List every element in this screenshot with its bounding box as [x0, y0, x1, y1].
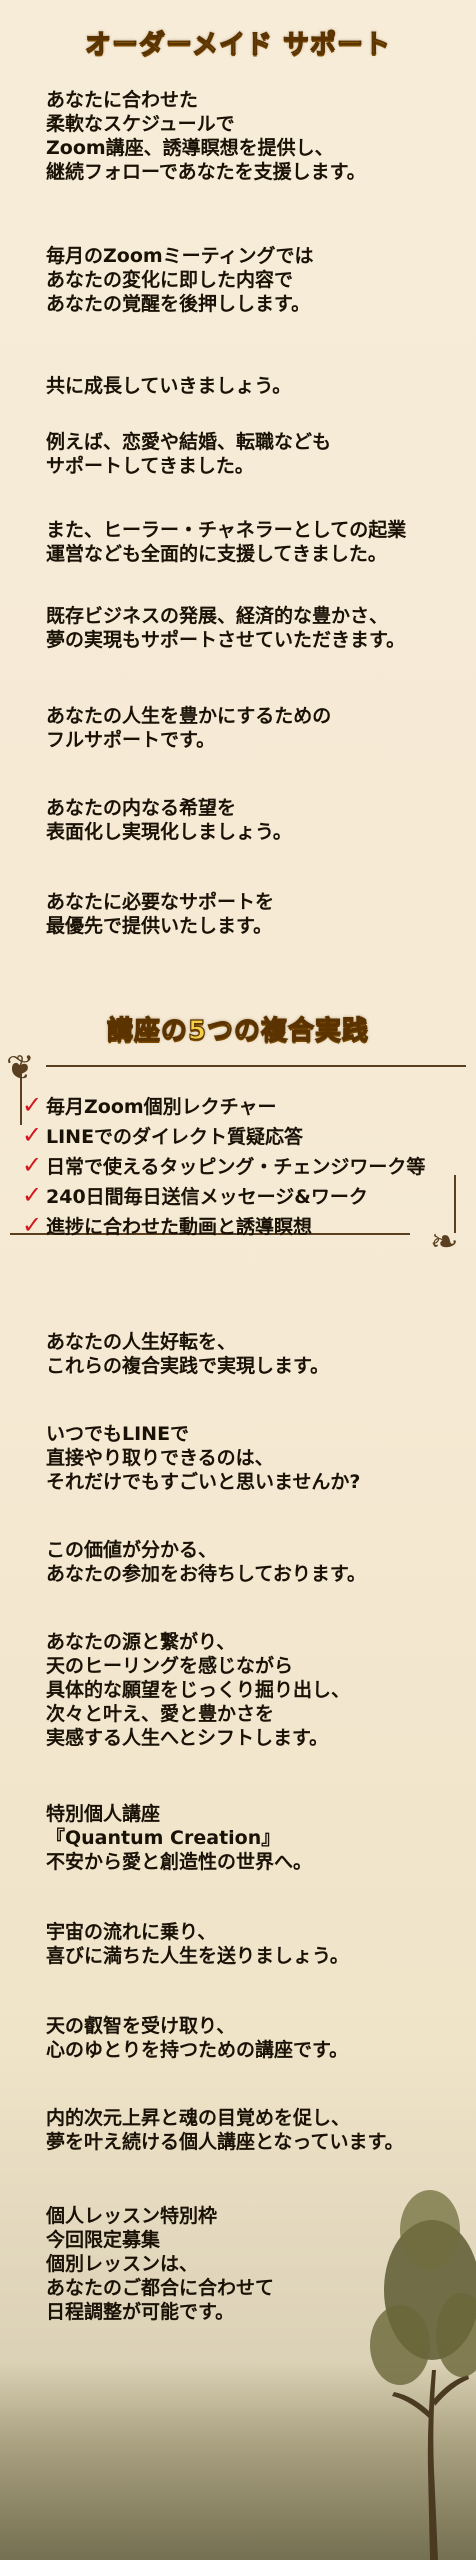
- paragraph: 個人レッスン特別枠 今回限定募集 個別レッスンは、 あなたのご都合に合わせて 日…: [46, 2205, 275, 2323]
- paragraph: 特別個人講座 『Quantum Creation』 不安から愛と創造性の世界へ。: [46, 1803, 313, 1873]
- paragraph: あなたの人生好転を、 これらの複合実践で実現します。: [46, 1331, 330, 1377]
- paragraph: あなたの人生を豊かにするための フルサポートです。: [46, 705, 332, 751]
- paragraph: あなたに合わせた 柔軟なスケジュールで Zoom講座、誘導瞑想を提供し、 継続フ…: [46, 89, 366, 183]
- list-item: ✓240日間毎日送信メッセージ&ワーク: [22, 1181, 368, 1209]
- practice-checklist: ✓毎月Zoom個別レクチャー ✓LINEでのダイレクト質疑応答 ✓日常で使えるタ…: [22, 1090, 472, 1240]
- paragraph: 宇宙の流れに乗り、 喜びに満ちた人生を送りましょう。: [46, 1921, 349, 1967]
- swirl-ornament-icon: ❦: [6, 1048, 35, 1088]
- frame-line: [454, 1175, 456, 1233]
- list-item: ✓LINEでのダイレクト質疑応答: [22, 1121, 304, 1149]
- paragraph: 例えば、恋愛や結婚、転職なども サポートしてきました。: [46, 431, 332, 477]
- paragraph: あなたの源と繋がり、 天のヒーリングを感じながら 具体的な願望をじっくり掘り出し…: [46, 1631, 351, 1749]
- check-icon: ✓: [22, 1121, 43, 1149]
- check-icon: ✓: [22, 1091, 43, 1119]
- list-item: ✓日常で使えるタッピング・チェンジワーク等: [22, 1151, 426, 1179]
- frame-line: [10, 1233, 410, 1235]
- paragraph: また、ヒーラー・チャネラーとしての起業 運営なども全面的に支援してきました。: [46, 519, 407, 565]
- paragraph: 天の叡智を受け取り、 心のゆとりを持つための講座です。: [46, 2015, 349, 2061]
- paragraph: 内的次元上昇と魂の目覚めを促し、 夢を叶え続ける個人講座となっています。: [46, 2107, 404, 2153]
- check-icon: ✓: [22, 1211, 43, 1239]
- list-item: ✓進捗に合わせた動画と誘導瞑想: [22, 1211, 313, 1239]
- paragraph: 毎月のZoomミーティングでは あなたの変化に即した内容で あなたの覚醒を後押し…: [46, 245, 314, 315]
- ornamental-frame: ❦ ❧: [6, 1051, 470, 1259]
- section-title-five-practices: 講座の5つの複合実践: [106, 1015, 370, 1046]
- tree-illustration: [370, 2190, 476, 2560]
- frame-line: [20, 1065, 22, 1125]
- paragraph: この価値が分かる、 あなたの参加をお待ちしております。: [46, 1539, 366, 1585]
- check-icon: ✓: [22, 1181, 43, 1209]
- paragraph: あなたに必要なサポートを 最優先で提供いたします。: [46, 891, 275, 937]
- paragraph: 既存ビジネスの発展、経済的な豊かさ、 夢の実現もサポートさせていただきます。: [46, 605, 406, 651]
- check-icon: ✓: [22, 1151, 43, 1179]
- list-item: ✓毎月Zoom個別レクチャー: [22, 1091, 277, 1119]
- paragraph: 共に成長していきましょう。: [46, 375, 292, 397]
- swirl-ornament-icon: ❧: [430, 1222, 459, 1262]
- paragraph: あなたの内なる希望を 表面化し実現化しましょう。: [46, 797, 292, 843]
- section-title-custom-support: オーダーメイド サポート: [84, 29, 391, 60]
- frame-line: [46, 1065, 466, 1067]
- paragraph: いつでもLINEで 直接やり取りできるのは、 それだけでもすごいと思いませんか?: [46, 1423, 361, 1493]
